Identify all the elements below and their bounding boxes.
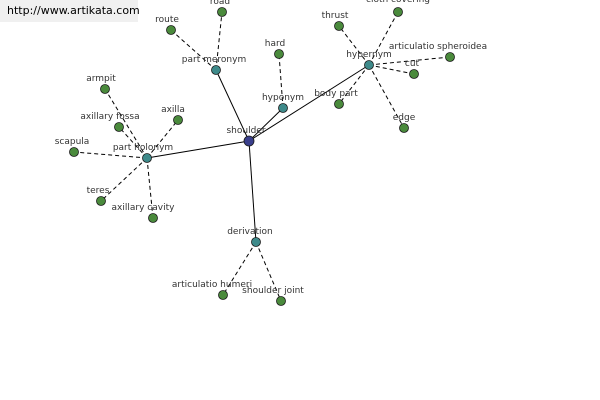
edge-shoulder-to-hypernym [248,64,370,142]
term-node-route[interactable] [166,25,176,35]
graph-edges [73,11,451,302]
edge-part-meronym-to-road [215,11,223,71]
graph-nodes [69,7,455,306]
edge-derivation-to-articulatio-humeri [222,241,257,296]
term-label-shoulder-joint[interactable]: shoulder joint [242,286,304,296]
edge-hypernym-to-edge [368,64,405,129]
relation-label-hyponym[interactable]: hyponym [262,93,304,103]
relation-label-hypernym[interactable]: hypernym [346,50,392,60]
graph-labels: route road part meronym hard hyponym thrust cl… [55,0,487,296]
site-url-link[interactable]: http://www.artikata.com [0,0,140,22]
term-label-cloth-covering[interactable]: cloth covering [366,0,430,5]
term-node-scapula[interactable] [69,147,79,157]
relation-node-hypernym[interactable] [364,60,374,70]
term-node-axillary-fossa[interactable] [114,122,124,132]
term-node-axilla[interactable] [173,115,183,125]
term-node-articulatio-humeri[interactable] [218,290,228,300]
term-node-axillary-cavity[interactable] [148,213,158,223]
edge-part-holonym-to-scapula [73,151,148,159]
term-label-teres[interactable]: teres [87,186,110,196]
term-label-hard[interactable]: hard [265,39,285,49]
term-node-armpit[interactable] [100,84,110,94]
term-node-edge[interactable] [399,123,409,133]
term-label-articulatio-humeri[interactable]: articulatio humeri [172,280,252,290]
term-node-thrust[interactable] [334,21,344,31]
term-label-articulatio-spheroidea[interactable]: articulatio spheroidea [389,42,487,52]
term-label-edge[interactable]: edge [393,113,416,123]
relation-node-part-holonym[interactable] [142,153,152,163]
term-label-axillary-cavity[interactable]: axillary cavity [112,203,176,213]
term-node-articulatio-spheroidea[interactable] [445,52,455,62]
relation-node-hyponym[interactable] [278,103,288,113]
edge-hypernym-to-cloth-covering [368,11,399,66]
term-label-cut[interactable]: cut [405,59,420,69]
edge-part-holonym-to-axillary-cavity [146,157,154,219]
edge-shoulder-to-part-holonym [146,140,250,159]
relation-label-derivation[interactable]: derivation [227,227,273,237]
term-label-axilla[interactable]: axilla [161,105,185,115]
term-node-teres[interactable] [96,196,106,206]
edge-shoulder-to-part-meronym [215,69,250,142]
term-label-road[interactable]: road [210,0,230,7]
edge-hyponym-to-hard [278,53,284,109]
center-node-shoulder[interactable] [243,135,255,147]
term-label-body-part[interactable]: body part [314,89,358,99]
term-label-route[interactable]: route [155,15,179,25]
term-node-cut[interactable] [409,69,419,79]
term-label-scapula[interactable]: scapula [55,137,90,147]
edge-part-holonym-to-axilla [146,119,179,159]
relation-node-derivation[interactable] [251,237,261,247]
edge-shoulder-to-derivation [248,140,257,243]
term-node-shoulder-joint[interactable] [276,296,286,306]
edge-derivation-to-shoulder-joint [255,241,282,302]
term-label-axillary-fossa[interactable]: axillary fossa [80,112,139,122]
edge-shoulder-to-hyponym [248,107,284,142]
relation-label-part-holonym[interactable]: part holonym [113,143,173,153]
term-node-hard[interactable] [274,49,284,59]
term-node-road[interactable] [217,7,227,17]
relation-node-part-meronym[interactable] [211,65,221,75]
edge-part-meronym-to-route [170,29,217,71]
edge-hypernym-to-body-part [338,64,370,105]
edge-part-holonym-to-teres [100,157,148,202]
term-label-thrust[interactable]: thrust [322,11,349,21]
relation-label-part-meronym[interactable]: part meronym [182,55,246,65]
edge-hypernym-to-cut [368,64,415,75]
term-label-armpit[interactable]: armpit [86,74,116,84]
center-label-shoulder[interactable]: shoulder [226,126,265,136]
term-node-body-part[interactable] [334,99,344,109]
edge-hypernym-to-thrust [338,25,370,66]
term-node-cloth-covering[interactable] [393,7,403,17]
